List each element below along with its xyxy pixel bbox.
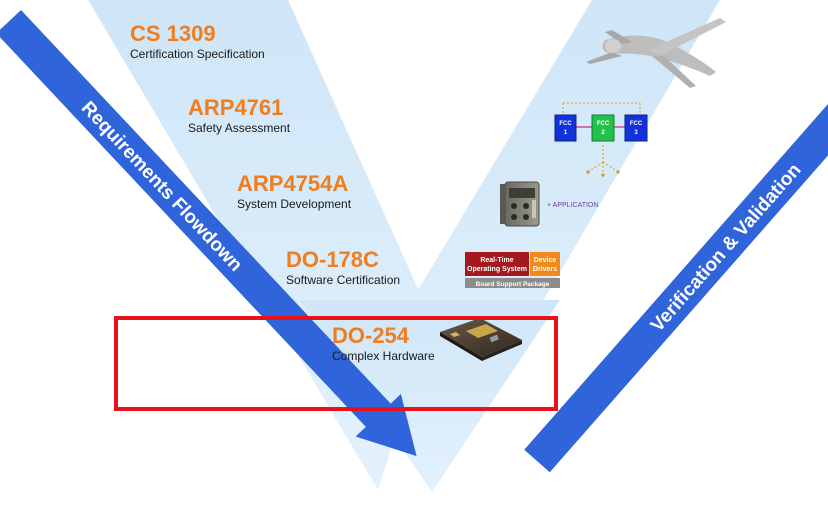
fcc-box-2: [592, 115, 614, 141]
application-label: + APPLICATION: [547, 202, 598, 209]
standard-do254: DO-254 Complex Hardware: [332, 324, 435, 364]
standard-code: DO-178C: [286, 248, 400, 272]
standard-arp4754a: ARP4754A System Development: [237, 172, 351, 212]
rtos-label-line1: Real-Time: [480, 257, 513, 264]
standard-cs1309: CS 1309 Certification Specification: [130, 22, 265, 62]
standard-description: System Development: [237, 196, 351, 212]
fcc-1-top-label: FCC: [559, 121, 572, 127]
lru-box-icon: [500, 182, 539, 226]
standard-code: CS 1309: [130, 22, 265, 46]
standard-code: DO-254: [332, 324, 435, 348]
software-stack: Real-Time Operating System Device Driver…: [465, 252, 560, 288]
fcc-box-1: [555, 115, 576, 141]
drivers-label-line2: Drivers: [533, 266, 557, 273]
standard-code: ARP4761: [188, 96, 290, 120]
rtos-label-line2: Operating System: [467, 266, 527, 273]
fcc-2-top-label: FCC: [597, 121, 610, 127]
standard-code: ARP4754A: [237, 172, 351, 196]
bsp-label: Board Support Package: [476, 281, 550, 288]
fcc-box-3: [625, 115, 647, 141]
fcc-3-top-label: FCC: [630, 121, 643, 127]
standard-description: Complex Hardware: [332, 348, 435, 364]
drivers-label-line1: Device: [534, 257, 557, 264]
standard-do178c: DO-178C Software Certification: [286, 248, 400, 288]
standard-arp4761: ARP4761 Safety Assessment: [188, 96, 290, 136]
standard-description: Safety Assessment: [188, 120, 290, 136]
right-arrow-label: Verification & Validation: [647, 160, 806, 336]
standard-description: Certification Specification: [130, 46, 265, 62]
standard-description: Software Certification: [286, 272, 400, 288]
